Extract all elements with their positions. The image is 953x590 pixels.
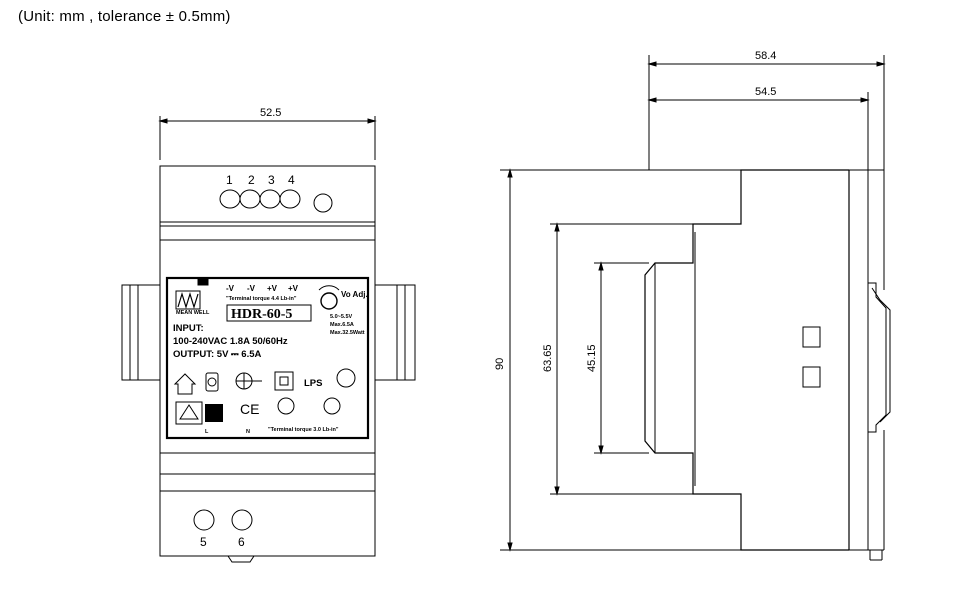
torque-top-text: "Terminal torque 4.4 Lb-in" xyxy=(226,296,297,302)
din-clip-profile xyxy=(868,282,887,433)
din-rail-left xyxy=(121,284,161,381)
brand-name: MEAN WELL xyxy=(176,310,210,316)
top-terminal-block xyxy=(219,189,333,213)
body-depth-value: 54.5 xyxy=(755,86,776,98)
model-name: HDR-60-5 xyxy=(231,307,292,322)
overall-depth-value: 58.4 xyxy=(755,50,776,62)
torque-bottom-text: "Terminal torque 3.0 Lb-in" xyxy=(268,427,339,433)
potentiometer-hole xyxy=(313,193,333,213)
warning-icon xyxy=(175,401,203,425)
height-value: 90 xyxy=(494,358,506,370)
product-label xyxy=(165,276,370,440)
ce-mark: CE xyxy=(240,401,259,417)
step-height-value: 63.65 xyxy=(542,344,554,372)
output-spec: OUTPUT: 5V ⎓ 6.5A xyxy=(173,349,261,360)
indoor-use-icon xyxy=(173,373,197,395)
unit-note: (Unit: mm , tolerance ± 0.5mm) xyxy=(18,8,231,25)
terminal-N-label: N xyxy=(246,429,250,435)
terminal-mark-1: -V xyxy=(226,284,235,293)
front-housing xyxy=(159,165,376,557)
inner-height-value: 45.15 xyxy=(586,344,598,372)
meanwell-logo xyxy=(175,290,201,310)
class2-icon xyxy=(274,371,294,391)
terminal-6-screw xyxy=(231,509,253,531)
terminal-mark-4: +V xyxy=(288,284,299,293)
vo-adj-text: Vo Adj. xyxy=(341,290,368,299)
din-rail-right xyxy=(374,284,416,381)
fuse-icon xyxy=(205,372,219,392)
terminal-3-label: 3 xyxy=(268,173,275,187)
terminal-L-label: L xyxy=(205,429,209,435)
efficiency-icon xyxy=(336,368,356,388)
warning-text-block xyxy=(205,404,223,422)
max-watt-text: Max.32.5Watt xyxy=(330,330,365,336)
terminal-1-label: 1 xyxy=(226,173,233,187)
model-box xyxy=(226,304,312,322)
max-current-text: Max.6.5A xyxy=(330,322,354,328)
front-view xyxy=(121,116,416,563)
vo-range-text: 5.0~5.5V xyxy=(330,314,353,320)
terminal-mark-2: -V xyxy=(247,284,256,293)
input-title: INPUT: xyxy=(173,323,204,334)
rear-plate xyxy=(848,169,869,551)
input-spec: 100-240VAC 1.8A 50/60Hz xyxy=(173,336,288,347)
terminal-6-label: 6 xyxy=(238,535,245,549)
lps-mark: LPS xyxy=(304,378,322,389)
ul-recognized-icon xyxy=(323,397,341,415)
terminal-2-label: 2 xyxy=(248,173,255,187)
terminal-5-label: 5 xyxy=(200,535,207,549)
side-view xyxy=(500,55,891,561)
ul-listed-icon xyxy=(277,397,295,415)
side-body-outline xyxy=(644,169,849,551)
terminal-mark-3: +V xyxy=(267,284,278,293)
vent-square-top xyxy=(802,326,821,348)
adjust-pot-icon xyxy=(320,292,338,310)
terminal-4-label: 4 xyxy=(288,173,295,187)
width-dimension-value: 52.5 xyxy=(260,107,281,119)
vent-square-bottom xyxy=(802,366,821,388)
terminal-5-screw xyxy=(193,509,215,531)
